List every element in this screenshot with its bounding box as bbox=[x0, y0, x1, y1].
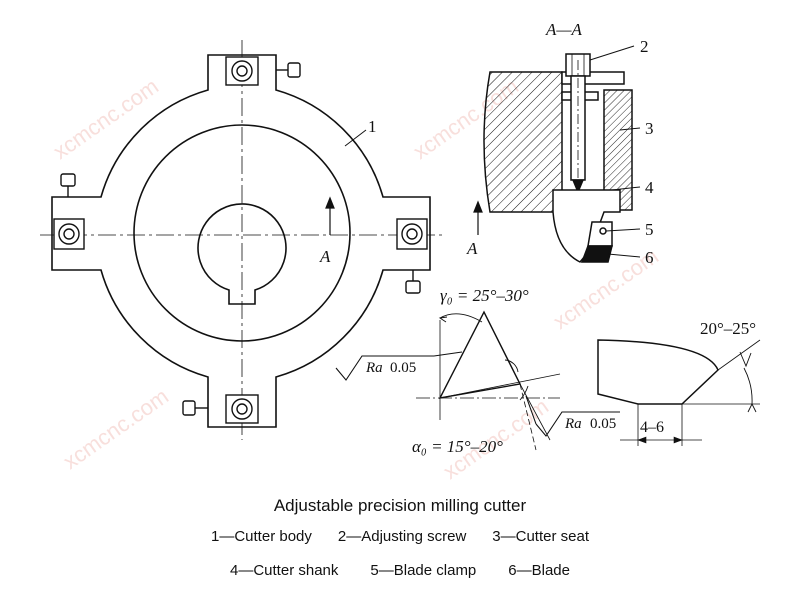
callout-3: 3 bbox=[645, 119, 654, 138]
roughness-symbol-bottom bbox=[525, 395, 620, 437]
cutter-body-front-view bbox=[40, 40, 445, 440]
edge-angle-label: 20°–25° bbox=[700, 319, 756, 338]
callout-6: 6 bbox=[645, 248, 654, 267]
roughness-value-top: 0.05 bbox=[390, 360, 416, 376]
section-arrow-label-right: A bbox=[466, 239, 478, 258]
clearance-angle-label: α₀ = 15°–20° bbox=[412, 437, 503, 456]
figure-title: Adjustable precision milling cutter bbox=[273, 496, 527, 515]
section-callout-leaders bbox=[589, 45, 641, 258]
callout-5: 5 bbox=[645, 220, 654, 239]
legend-row-2: 4—Cutter shank 5—Blade clamp 6—Blade bbox=[0, 562, 800, 579]
blade-angle-detail bbox=[416, 310, 561, 451]
blade-edge-detail bbox=[597, 339, 761, 446]
lug-screws bbox=[53, 56, 428, 424]
watermark-text: xcmcnc.com bbox=[59, 383, 173, 474]
section-arrow-label-left: A bbox=[319, 247, 331, 266]
blade-width-label: 4–6 bbox=[640, 419, 664, 436]
callout-4: 4 bbox=[645, 178, 654, 197]
legend-item-blade-clamp: 5—Blade clamp bbox=[370, 562, 477, 579]
legend-item-cutter-body: 1—Cutter body bbox=[211, 528, 312, 545]
legend-item-cutter-shank: 4—Cutter shank bbox=[230, 562, 339, 579]
legend-item-blade: 6—Blade bbox=[508, 562, 570, 579]
section-arrows bbox=[325, 196, 483, 235]
legend-item-adjusting-screw: 2—Adjusting screw bbox=[337, 528, 467, 545]
roughness-symbol-top bbox=[335, 351, 463, 381]
roughness-symbol-top-label: Ra bbox=[365, 360, 383, 376]
rake-angle-label: γ₀ = 25°–30° bbox=[440, 286, 529, 305]
callout-1: 1 bbox=[368, 117, 377, 136]
section-a-a-view bbox=[483, 53, 633, 263]
roughness-value-bottom: 0.05 bbox=[590, 416, 616, 432]
technical-drawing: xcmcnc.com xcmcnc.com xcmcnc.com xcmcnc.… bbox=[40, 20, 761, 484]
callout-leader bbox=[344, 129, 367, 147]
section-label: A—A bbox=[545, 20, 583, 39]
callout-2: 2 bbox=[640, 37, 649, 56]
roughness-symbol-bottom-label: Ra bbox=[564, 416, 582, 432]
legend-item-cutter-seat: 3—Cutter seat bbox=[492, 528, 589, 545]
legend-row-1: 1—Cutter body 2—Adjusting screw 3—Cutter… bbox=[0, 528, 800, 545]
